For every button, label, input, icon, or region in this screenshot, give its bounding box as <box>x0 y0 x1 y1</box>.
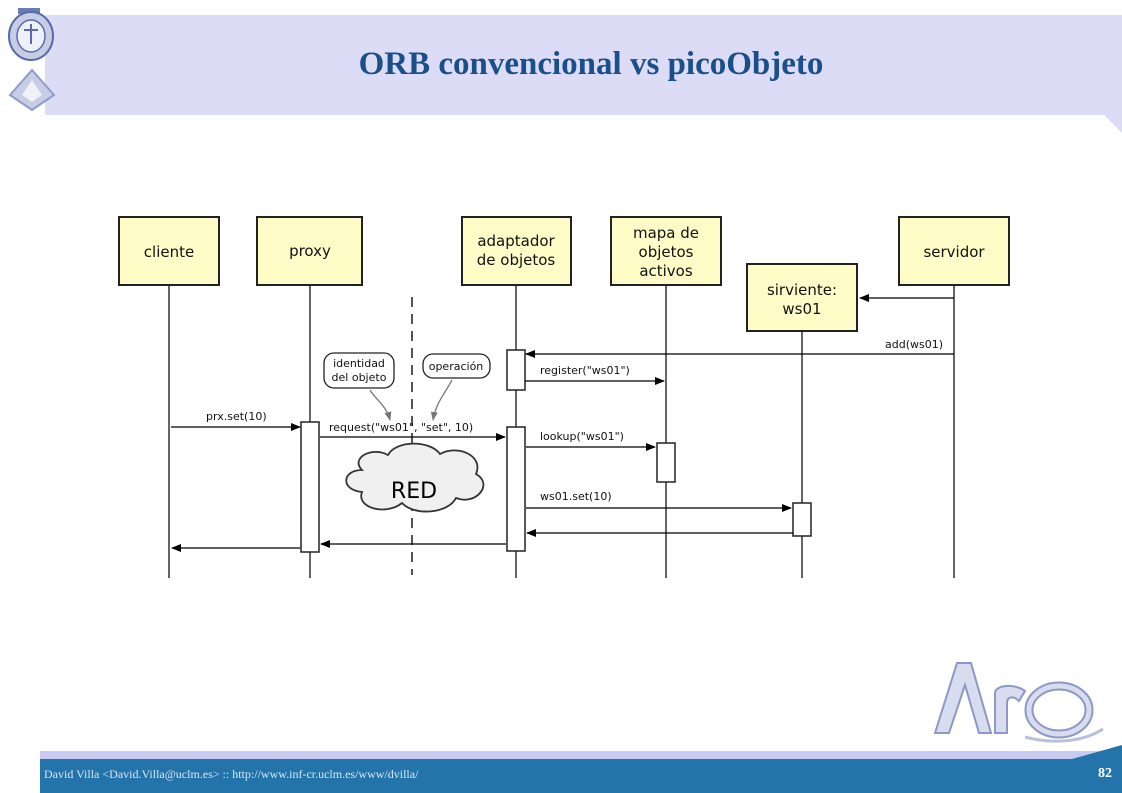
label-proxy: proxy <box>289 242 331 260</box>
participant-adaptador <box>461 216 572 286</box>
note-identidad: identidad del objeto <box>323 352 395 421</box>
label-servidor: servidor <box>923 243 985 261</box>
msg-add: add(ws01) <box>885 338 943 351</box>
footer-notch <box>1072 745 1122 759</box>
label-adaptador-1: adaptador <box>477 232 555 250</box>
activation-sirviente <box>792 502 812 537</box>
participant-cliente <box>118 216 220 286</box>
university-crest-icon <box>0 0 60 120</box>
note-operacion-label: operación <box>429 360 484 373</box>
activation-proxy <box>300 421 320 553</box>
page-title: ORB convencional vs picoObjeto <box>358 46 824 82</box>
msg-lookup: lookup("ws01") <box>540 430 624 443</box>
header-band <box>45 15 1122 115</box>
note-identidad-1: identidad <box>333 357 385 370</box>
participant-servidor <box>898 216 1010 286</box>
note-identidad-2: del objeto <box>332 371 387 384</box>
label-mapa-2: objetos <box>639 243 694 261</box>
label-adaptador-2: de objetos <box>477 251 556 269</box>
network-cloud-icon: RED <box>345 442 485 513</box>
page-number: 82 <box>1098 766 1112 781</box>
activation-mapa <box>656 442 676 483</box>
header-corner <box>1104 115 1122 133</box>
participant-sirviente <box>746 263 858 332</box>
label-cliente: cliente <box>144 243 194 261</box>
activation-adaptador-request <box>506 426 526 552</box>
label-mapa-3: activos <box>639 262 693 280</box>
msg-register: register("ws01") <box>540 364 630 377</box>
label-sirviente-2: ws01 <box>782 300 821 318</box>
note-operacion: operación <box>422 353 491 421</box>
participant-mapa <box>610 216 722 286</box>
msg-request: request("ws01", "set", 10) <box>329 421 473 434</box>
label-mapa-1: mapa de <box>633 224 699 242</box>
label-sirviente-1: sirviente: <box>767 281 837 299</box>
msg-ws01-set: ws01.set(10) <box>540 490 612 503</box>
network-label: RED <box>391 479 437 504</box>
participant-proxy <box>256 216 363 286</box>
msg-prx-set: prx.set(10) <box>206 410 267 423</box>
activation-adaptador-register <box>506 349 526 391</box>
arco-logo-icon <box>925 655 1105 750</box>
footer-bar <box>40 759 1122 793</box>
footer-author: David Villa <David.Villa@uclm.es> :: htt… <box>44 767 419 781</box>
footer-stripe <box>40 751 1122 759</box>
